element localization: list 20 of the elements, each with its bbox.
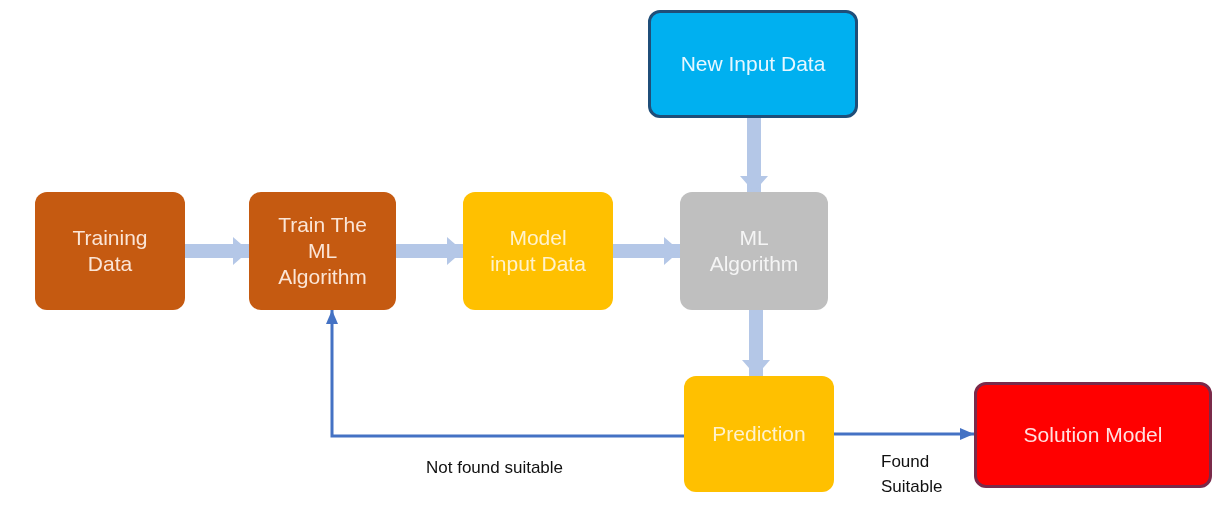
process-box <box>974 382 1212 488</box>
block-arrow <box>396 237 463 265</box>
process-box <box>680 192 828 310</box>
arrow <box>834 428 974 440</box>
box-label: Training Data <box>71 224 149 277</box>
process-box <box>35 192 185 310</box>
process-box <box>463 192 613 310</box>
block-arrow <box>185 237 249 265</box>
block-arrow <box>740 118 768 192</box>
block-arrow <box>613 237 680 265</box>
box-label: Train The ML Algorithm <box>277 211 368 291</box>
box-label: Prediction <box>711 420 807 447</box>
process-box <box>648 10 858 118</box>
box-label: New Input Data <box>679 50 827 77</box>
arrow <box>326 310 684 438</box>
box-label: Solution Model <box>1022 421 1164 448</box>
box-label: Model input Data <box>489 224 587 277</box>
block-arrow <box>742 310 770 376</box>
process-box <box>684 376 834 492</box>
process-box <box>249 192 396 310</box>
